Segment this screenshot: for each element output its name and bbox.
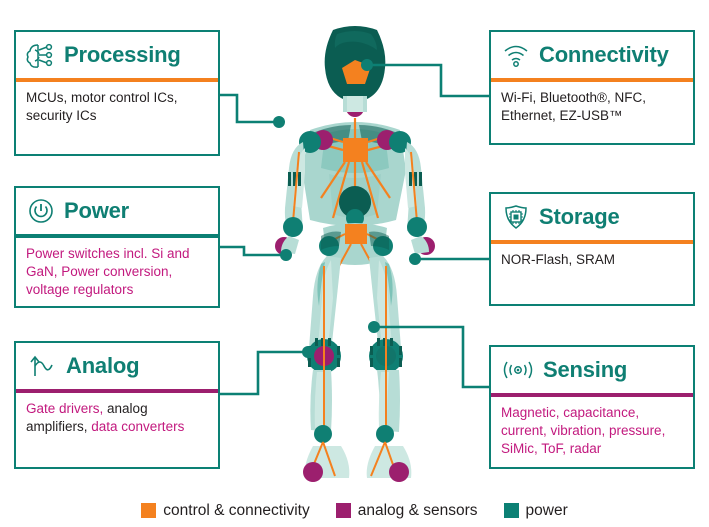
node-storage: [409, 253, 421, 265]
card-connectivity-text: Wi-Fi, Bluetooth®, NFC, Ethernet, EZ-USB…: [501, 90, 646, 124]
card-storage[interactable]: Storage NOR-Flash, SRAM: [489, 192, 695, 306]
robot-head: [324, 26, 386, 117]
card-processing-text: MCUs, motor control ICs, security ICs: [26, 90, 178, 124]
legend-label-control-connectivity: control & connectivity: [163, 501, 310, 519]
card-analog-body: Gate drivers, analog amplifiers, data co…: [16, 393, 218, 436]
card-analog-text-3: data converters: [87, 419, 185, 435]
power-button-icon: [29, 199, 53, 223]
card-connectivity[interactable]: Connectivity Wi-Fi, Bluetooth®, NFC, Eth…: [489, 30, 695, 145]
legend-item-power: power: [503, 501, 568, 520]
node-connectivity: [361, 59, 373, 71]
legend-item-control-connectivity: control & connectivity: [141, 501, 310, 520]
card-sensing-text: Magnetic, capacitance, current, vibratio…: [501, 405, 666, 457]
card-processing[interactable]: Processing MCUs, motor control ICs, secu…: [14, 30, 220, 156]
card-power-divider: [16, 234, 218, 238]
card-analog-header: Analog: [16, 343, 218, 389]
robot-right-leg: [366, 256, 412, 482]
card-connectivity-header: Connectivity: [491, 32, 693, 78]
card-power-title: Power: [64, 198, 130, 223]
robot-shoulders-nodes: [299, 130, 411, 153]
card-processing-header: Processing: [16, 32, 218, 78]
card-processing-body: MCUs, motor control ICs, security ICs: [16, 82, 218, 125]
card-sensing[interactable]: Sensing Magnetic, capacitance, current, …: [489, 345, 695, 469]
connector-power: [220, 245, 285, 257]
robot-left-leg: [303, 256, 350, 482]
card-processing-title: Processing: [64, 42, 181, 67]
card-connectivity-body: Wi-Fi, Bluetooth®, NFC, Ethernet, EZ-USB…: [491, 82, 693, 125]
teal-swatch: [503, 503, 519, 518]
card-processing-divider: [16, 78, 218, 82]
brain-neural-icon: [26, 43, 53, 68]
signal-waves-icon: [503, 361, 533, 379]
orange-swatch: [141, 503, 157, 518]
node-power: [280, 249, 292, 261]
connector-sensing: [375, 325, 489, 389]
card-sensing-header: Sensing: [491, 347, 693, 393]
humanoid-robot-figure: [275, 26, 435, 482]
card-power-body: Power switches incl. Si and GaN, Power c…: [16, 238, 218, 300]
legend-item-analog-sensors: analog & sensors: [335, 501, 478, 520]
connector-analog: [220, 350, 307, 396]
card-storage-text: NOR-Flash, SRAM: [501, 252, 616, 267]
node-analog: [302, 346, 314, 358]
card-power-header: Power: [16, 188, 218, 234]
legend: control & connectivity analog & sensors …: [0, 494, 709, 527]
card-analog-text-1: Gate drivers,: [26, 401, 104, 416]
legend-label-analog-sensors: analog & sensors: [357, 501, 478, 519]
connector-processing: [220, 93, 278, 124]
legend-label-power: power: [525, 501, 568, 519]
card-connectivity-title: Connectivity: [539, 42, 669, 67]
card-power[interactable]: Power Power switches incl. Si and GaN, P…: [14, 186, 220, 308]
robot-left-arm: [275, 142, 305, 255]
node-sensing: [368, 321, 380, 333]
wifi-icon: [504, 45, 528, 67]
card-storage-title: Storage: [539, 204, 620, 229]
card-analog-title: Analog: [66, 353, 140, 378]
card-storage-divider: [491, 240, 693, 244]
purple-swatch: [335, 503, 351, 518]
connector-lines: [220, 59, 489, 396]
card-analog[interactable]: Analog Gate drivers, analog amplifiers, …: [14, 341, 220, 469]
card-sensing-title: Sensing: [543, 357, 628, 382]
connector-connectivity: [368, 63, 489, 98]
waveform-icon: [30, 355, 53, 376]
card-analog-text-2: analog amplifiers,: [26, 401, 148, 435]
chip-shield-icon: [505, 205, 527, 229]
card-connectivity-divider: [491, 78, 693, 82]
card-analog-divider: [16, 389, 218, 393]
card-storage-header: Storage: [491, 194, 693, 240]
robot-right-arm: [405, 142, 435, 255]
node-processing: [273, 116, 285, 128]
card-sensing-divider: [491, 393, 693, 397]
card-sensing-body: Magnetic, capacitance, current, vibratio…: [491, 397, 693, 459]
card-storage-body: NOR-Flash, SRAM: [491, 244, 693, 269]
card-power-text: Power switches incl. Si and GaN, Power c…: [26, 246, 190, 298]
